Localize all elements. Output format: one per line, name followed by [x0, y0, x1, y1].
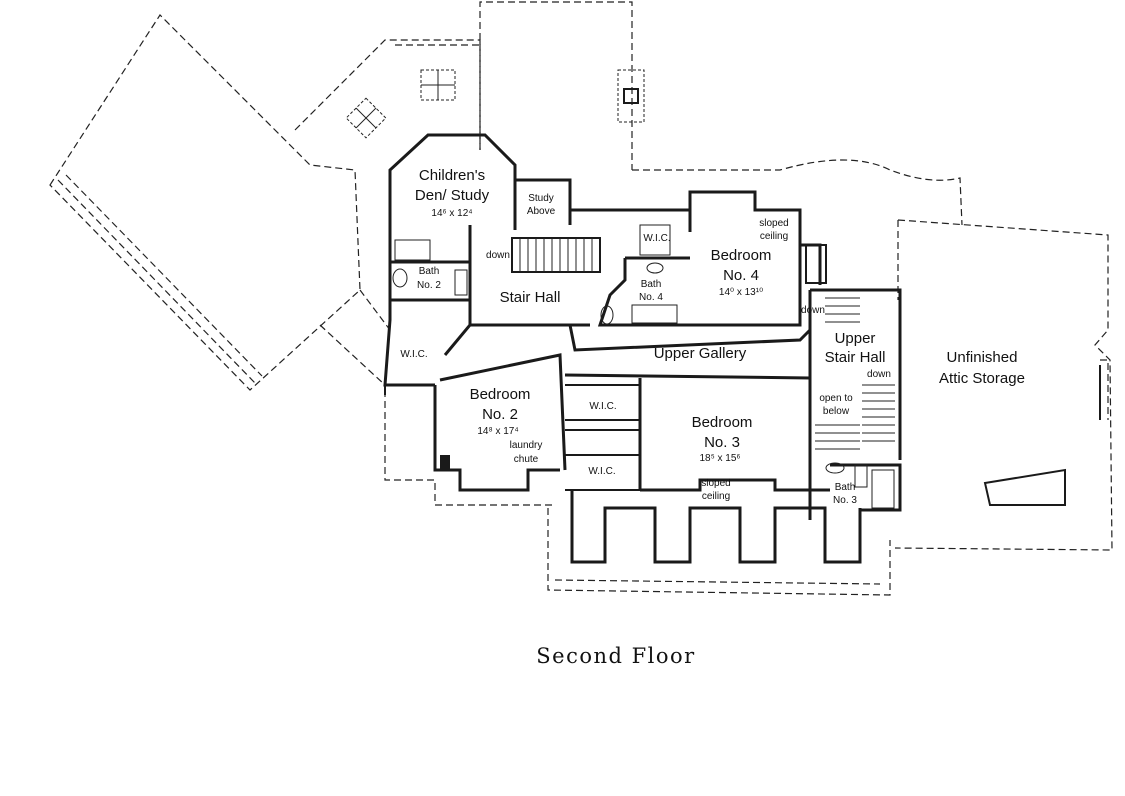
upper-gallery-label: Upper Gallery	[654, 345, 747, 362]
bedroom3-label-2: No. 3	[704, 434, 740, 451]
bedroom2-dims: 14⁸ x 17⁴	[477, 426, 518, 437]
bedroom3-wic-2: W.I.C.	[588, 466, 615, 477]
walls	[383, 133, 1101, 564]
bedroom4-label-2: No. 4	[723, 267, 759, 284]
bedroom4-dims: 14⁰ x 13¹⁰	[719, 287, 763, 298]
bedroom3-dims: 18⁵ x 15⁶	[699, 453, 740, 464]
bedroom3-sloped-1: sloped	[701, 478, 730, 489]
stair-treads	[519, 238, 895, 450]
bedroom3-label-1: Bedroom	[692, 414, 753, 431]
bedroom3-wic-1: W.I.C.	[589, 401, 616, 412]
bath4-label-2: No. 4	[639, 292, 663, 303]
page-title: Second Floor	[536, 644, 695, 668]
den-label-1: Children's	[419, 167, 485, 184]
bedroom4-wic: W.I.C.	[643, 233, 670, 244]
upper-stair-label-2: Stair Hall	[825, 349, 886, 366]
laundry-2: chute	[514, 454, 539, 465]
bedroom2-wic: W.I.C.	[400, 349, 427, 360]
bedroom4-sloped-2: ceiling	[760, 231, 788, 242]
upper-stair-down-2: down	[867, 369, 891, 380]
bedroom2-label-1: Bedroom	[470, 386, 531, 403]
bath3-label-2: No. 3	[833, 495, 857, 506]
bedroom4-sloped-1: sloped	[759, 218, 788, 229]
attic-label-2: Attic Storage	[939, 370, 1025, 387]
study-above-2: Above	[527, 206, 556, 217]
bath3-label-1: Bath	[835, 482, 856, 493]
room-labels: Children's Den/ Study 14⁶ x 12⁴ Study Ab…	[400, 167, 1025, 506]
laundry-1: laundry	[510, 440, 543, 451]
bath4-label-1: Bath	[641, 279, 662, 290]
open-below-1: open to	[819, 393, 853, 404]
roof-outline	[49, 1, 1113, 596]
fixtures	[392, 224, 895, 509]
upper-stair-down-1: down	[801, 305, 825, 316]
stair-hall-label: Stair Hall	[500, 289, 561, 306]
den-label-2: Den/ Study	[415, 187, 490, 204]
bath2-label-1: Bath	[419, 266, 440, 277]
bedroom4-label-1: Bedroom	[711, 247, 772, 264]
skylight-icons	[345, 69, 645, 139]
attic-label-1: Unfinished	[947, 349, 1018, 366]
den-dims: 14⁶ x 12⁴	[431, 208, 472, 219]
stair-hall-down: down	[486, 250, 510, 261]
upper-stair-label-1: Upper	[835, 330, 876, 347]
bedroom3-sloped-2: ceiling	[702, 491, 730, 502]
bedroom2-label-2: No. 2	[482, 406, 518, 423]
study-above-1: Study	[528, 193, 554, 204]
bath2-label-2: No. 2	[417, 280, 441, 291]
open-below-2: below	[823, 406, 850, 417]
